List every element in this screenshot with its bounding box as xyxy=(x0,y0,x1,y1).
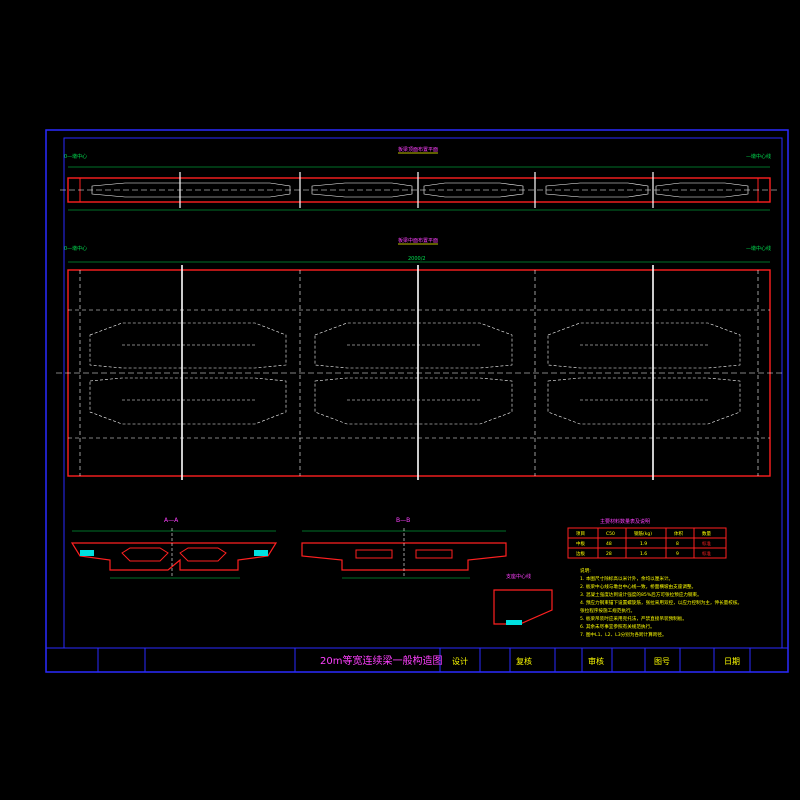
drawing-title: 20m等宽连续梁一般构造图 xyxy=(320,654,442,667)
note-line: 1. 本图尺寸除标高以米计外，余均以厘米计。 xyxy=(580,575,673,582)
table-cell: 8 xyxy=(676,541,679,547)
notes: 说明: 1. 本图尺寸除标高以米计外，余均以厘米计。 2. 板梁中心线与墩台中心… xyxy=(580,567,742,638)
table-cell: 数量 xyxy=(702,530,711,537)
note-line: 2. 板梁中心线与墩台中心线一致，桥面横坡由支座调整。 xyxy=(580,583,696,590)
material-table: 主要材料数量表及说明 项目 C50 钢筋(kg) 体积 数量 中板 48 1.9… xyxy=(567,518,727,559)
drawing-outer-frame xyxy=(45,129,789,673)
table-cell: 1.9 xyxy=(640,541,647,547)
note-line: 张拉程序按施工规范执行。 xyxy=(580,607,635,614)
plan-view-top: 板梁顶面布置平面 0—墩中心 —墩中心线 xyxy=(60,146,778,211)
note-line: 4. 预应力钢束锚下设置螺旋筋，张拉采用双控，以应力控制为主，伸长量校核。 xyxy=(580,599,742,606)
table-cell: 边板 xyxy=(576,550,585,557)
table-cell: 9 xyxy=(676,551,679,557)
plan-mid-title: 板梁中面布置平面 xyxy=(398,237,438,244)
title-cell-check: 复核 xyxy=(516,656,532,666)
table-cell: 中板 xyxy=(576,540,585,547)
note-line: 7. 图中L1、L2、L3分别为各跨计算跨径。 xyxy=(580,631,667,638)
support-detail: 支座中心线 xyxy=(493,573,553,625)
table-cell: 项目 xyxy=(576,531,585,537)
title-cell-review: 审核 xyxy=(588,656,604,666)
note-line: 6. 其余未尽事宜参照有关规范执行。 xyxy=(580,623,655,630)
table-cell: 48 xyxy=(606,541,612,547)
drawing-inner-frame xyxy=(63,137,783,649)
table-cell: 28 xyxy=(606,551,612,557)
table-cell: 标准 xyxy=(702,550,711,557)
left-pier-label-mid: 0—墩中心 xyxy=(64,245,87,252)
table-cell: C50 xyxy=(606,531,615,537)
title-block: 20m等宽连续梁一般构造图 设计 复核 审核 图号 日期 xyxy=(45,647,789,673)
note-line: 5. 板梁吊装时应采用兜托法，严禁直接吊装预制板。 xyxy=(580,615,687,622)
table-cell: 体积 xyxy=(674,530,683,537)
section-aa-title: A—A xyxy=(164,517,179,524)
section-bb-title: B—B xyxy=(396,517,410,524)
title-cell-drawing-no: 图号 xyxy=(654,657,670,666)
total-length-label: 2000/2 xyxy=(408,256,426,262)
plan-top-title: 板梁顶面布置平面 xyxy=(398,146,438,153)
plan-view-middle: 板梁中面布置平面 0—墩中心 —墩中心线 2000/2 xyxy=(56,237,782,480)
table-cell: 1.6 xyxy=(640,551,647,557)
section-b-b: B—B xyxy=(301,517,507,579)
section-a-a: A—A xyxy=(70,517,278,579)
detail-title: 支座中心线 xyxy=(506,573,531,580)
title-cell-date: 日期 xyxy=(724,657,740,666)
table-cell: 钢筋(kg) xyxy=(634,530,652,537)
title-cell-design: 设计 xyxy=(452,656,468,666)
table-title: 主要材料数量表及说明 xyxy=(600,518,650,525)
table-cell: 标准 xyxy=(702,540,711,547)
left-pier-label-top: 0—墩中心 xyxy=(64,153,87,160)
notes-title: 说明: xyxy=(580,567,591,574)
right-pier-label-top: —墩中心线 xyxy=(746,153,771,160)
note-line: 3. 混凝土强度达到设计强度的85%后方可张拉预应力钢束。 xyxy=(580,591,702,598)
right-pier-label-mid: —墩中心线 xyxy=(746,245,771,252)
